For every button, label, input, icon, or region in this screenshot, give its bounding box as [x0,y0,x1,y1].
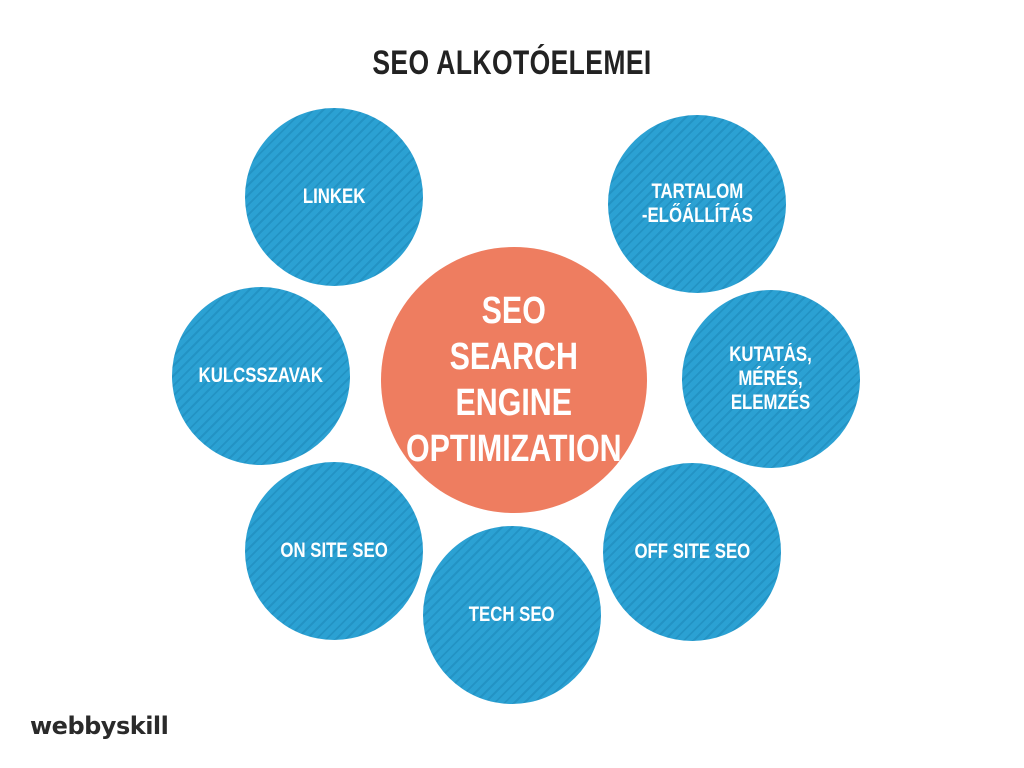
node-label: KULCSSZAVAK [198,364,324,387]
diagram-title: SEO ALKOTÓELEMEI [372,44,652,82]
node-label: TECH SEO [469,603,555,626]
node-label: TARTALOM -ELŐÁLLÍTÁS [641,180,753,227]
node-linkek: LINKEK [245,108,423,286]
node-label: LINKEK [302,185,366,208]
node-on-site-seo: ON SITE SEO [245,462,423,640]
node-label: ON SITE SEO [280,539,388,562]
node-center-seo: SEO SEARCH ENGINE OPTIMIZATION [381,247,647,513]
node-label: OFF SITE SEO [634,540,750,563]
node-off-site-seo: OFF SITE SEO [603,463,781,641]
node-kutatas-meres-elemzes: KUTATÁS, MÉRÉS, ELEMZÉS [682,290,860,468]
node-tech-seo: TECH SEO [423,526,601,704]
brand-logo: webbyskill [30,712,169,740]
node-kulcsszavak: KULCSSZAVAK [172,287,350,465]
node-tartalom-eloallitas: TARTALOM -ELŐÁLLÍTÁS [608,115,786,293]
node-label: KUTATÁS, MÉRÉS, ELEMZÉS [729,343,813,414]
center-label: SEO SEARCH ENGINE OPTIMIZATION [406,290,622,470]
